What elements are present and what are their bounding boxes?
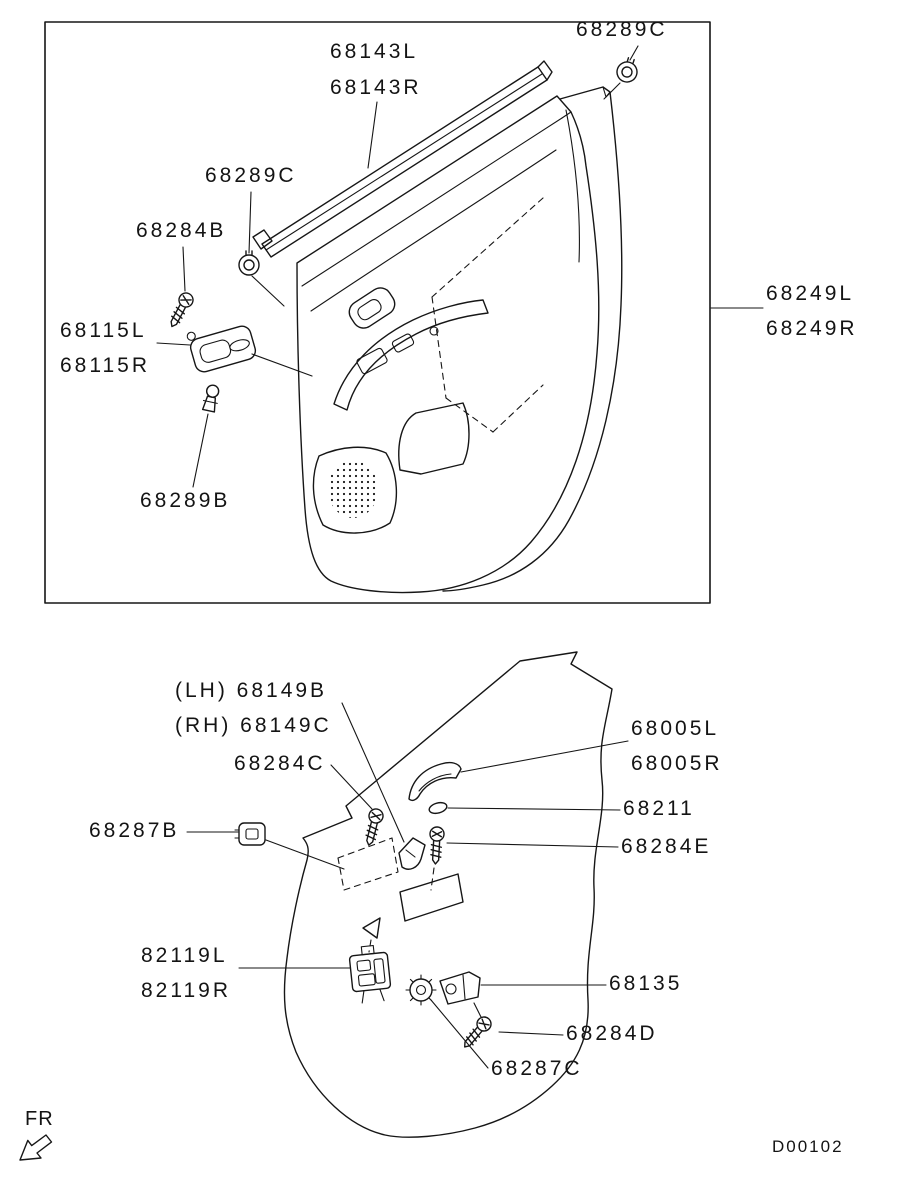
part-label-68005l: 68005L	[631, 717, 720, 740]
part-label-68143l: 68143L	[330, 40, 419, 63]
screw-68284d-icon	[458, 1013, 495, 1053]
bezel-68005-icon	[408, 761, 462, 802]
part-label-68115l: 68115L	[60, 319, 147, 342]
part-label-82119l: 82119L	[141, 944, 228, 967]
screw-68284c-icon	[361, 806, 386, 848]
drawing-code: D00102	[772, 1137, 844, 1156]
clip-68211-icon	[428, 801, 448, 815]
part-label-68284b: 68284B	[136, 219, 227, 242]
part-label-68143r: 68143R	[330, 76, 422, 99]
screw-68284b-icon	[165, 289, 197, 331]
fr-arrow-icon	[19, 1134, 53, 1161]
part-label-68249r: 68249R	[766, 317, 858, 340]
part-label-68284c: 68284C	[234, 752, 326, 775]
part-label-68289b: 68289B	[140, 489, 231, 512]
fr-direction-label: FR	[25, 1108, 54, 1130]
clip-68289b-icon	[201, 384, 220, 413]
part-label-68287b: 68287B	[89, 819, 180, 842]
part-label-68149c: (RH) 68149C	[175, 714, 332, 737]
top-view-frame	[44, 21, 711, 604]
part-label-68289c-top: 68289C	[576, 18, 668, 41]
weatherstrip-68143-drawing	[252, 60, 553, 258]
grommet-68287c-icon	[405, 974, 437, 1006]
handle-68115-icon	[186, 325, 257, 373]
part-label-68287c: 68287C	[491, 1057, 583, 1080]
part-label-68249l: 68249L	[766, 282, 855, 305]
part-label-68284e: 68284E	[621, 835, 712, 858]
grommet-68287b-icon	[234, 822, 266, 846]
switch-82119-icon	[348, 944, 392, 1004]
bracket-68135-icon	[439, 971, 481, 1005]
part-label-68149b: (LH) 68149B	[175, 679, 328, 702]
grommet-68289c-top-icon	[613, 54, 642, 86]
leader-lines-top	[156, 45, 764, 488]
door-panel-bottom-drawing	[283, 651, 613, 1138]
screw-68284e-icon	[427, 825, 446, 866]
part-label-68284d: 68284D	[566, 1022, 658, 1045]
part-label-82119r: 82119R	[141, 979, 232, 1002]
part-label-68289c-mid: 68289C	[205, 164, 297, 187]
part-label-68211: 68211	[623, 797, 695, 820]
leader-lines-bottom	[186, 702, 629, 1069]
door-trim-panel-drawing	[296, 95, 600, 594]
bracket-68149-icon	[398, 837, 426, 870]
part-label-68135: 68135	[609, 972, 683, 995]
door-shell-drawing	[442, 86, 623, 592]
part-label-68115r: 68115R	[60, 354, 151, 377]
part-label-68005r: 68005R	[631, 752, 723, 775]
grommet-68289c-mid-icon	[238, 250, 260, 276]
